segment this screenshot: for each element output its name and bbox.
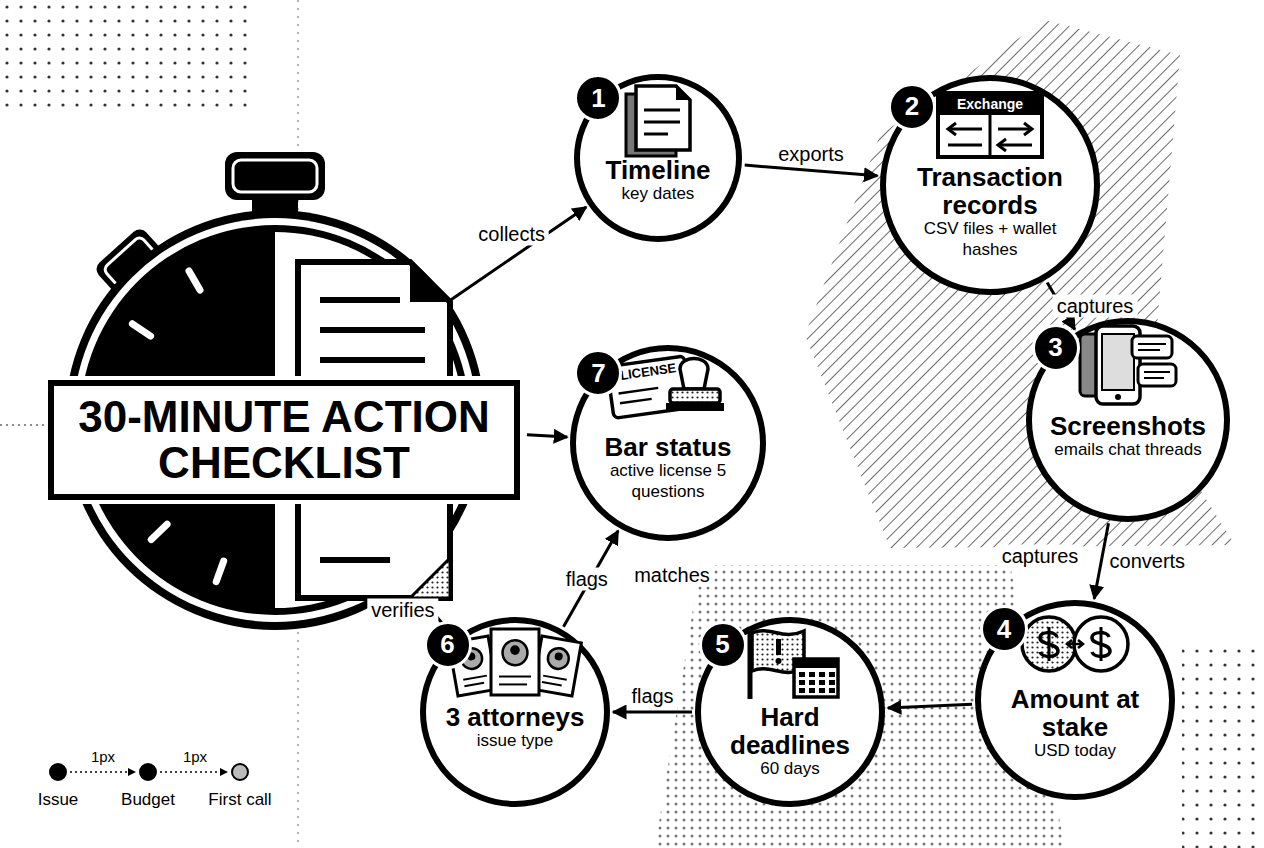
edge-label: converts: [1106, 549, 1190, 572]
circle-text: Timelinekey dates: [595, 156, 721, 204]
checklist-circle: 7LICENSEBar statusactive license 5 quest…: [570, 345, 766, 541]
legend-dot: [49, 763, 67, 781]
legend-dot: [231, 763, 249, 781]
step-heading: Amount at stake: [1003, 685, 1148, 741]
checklist-circle: 2 ExchangeTransaction recordsCSV files + …: [880, 75, 1100, 295]
edge-label: flags: [627, 685, 677, 708]
callout-number: 4: [980, 605, 1028, 653]
stopwatch-node: 30-MINUTE ACTION CHECKLIST: [30, 150, 520, 640]
step-heading: Bar status: [595, 433, 742, 461]
dot-grid: [1182, 640, 1264, 848]
flow-arrow: [527, 435, 567, 437]
flow-arrow: [449, 207, 586, 301]
edge-label: verifies: [367, 598, 438, 621]
checklist-circle: 3Screenshotsemails chat threads: [1026, 318, 1230, 522]
step-detail: USD today: [1003, 741, 1148, 761]
circle-text: Bar statusactive license 5 questions: [595, 433, 742, 502]
step-detail: CSV files + wallet hashes: [905, 219, 1076, 260]
checklist-circle: 6 3 attorneysissue type: [420, 617, 610, 807]
step-heading: 3 attorneys: [439, 703, 591, 731]
step-heading: Hard deadlines: [719, 703, 862, 759]
hatch-band: [805, 20, 1235, 548]
title-text: 30-MINUTE ACTION CHECKLIST: [70, 394, 498, 486]
circle-text: Hard deadlines60 days: [719, 703, 862, 780]
dot-grid: [0, 0, 250, 112]
step-detail: active license 5 questions: [595, 461, 742, 502]
step-detail: 60 days: [719, 759, 862, 779]
edge-label: collects: [474, 222, 549, 245]
flow-arrow: [613, 711, 692, 714]
legend-dot: [139, 763, 157, 781]
checklist-circle: 1Timelinekey dates: [574, 74, 742, 242]
circle-text: Transaction recordsCSV files + wallet ha…: [905, 163, 1076, 260]
checklist-circle: 4Amount at stakeUSD today: [975, 600, 1175, 800]
step-heading: Transaction records: [905, 163, 1076, 219]
flow-note: matches: [630, 564, 714, 587]
checklist-circle: 5Hard deadlines60 days: [695, 617, 885, 807]
legend-spacing: 1px: [87, 748, 119, 765]
legend-text: First call: [204, 790, 275, 810]
step-heading: Screenshots: [1049, 412, 1207, 440]
flow-note: captures: [998, 545, 1083, 568]
step-detail: emails chat threads: [1049, 440, 1207, 460]
callout-number: 5: [699, 621, 747, 669]
callout-number: 6: [424, 621, 472, 669]
edge-label: flags: [562, 567, 612, 590]
legend-spacing: 1px: [179, 748, 211, 765]
callout-number: 3: [1032, 324, 1080, 372]
edge-label: captures: [1053, 294, 1138, 317]
step-heading: Timeline: [595, 156, 721, 184]
icon-label: Exchange: [957, 96, 1023, 112]
circle-text: Screenshotsemails chat threads: [1049, 412, 1207, 460]
step-detail: issue type: [439, 731, 591, 751]
circle-text: 3 attorneysissue type: [439, 703, 591, 751]
flow-arrow: [888, 704, 972, 708]
legend-text: Budget: [117, 790, 179, 810]
flow-arrow: [745, 165, 878, 176]
edge-label: exports: [774, 143, 848, 166]
legend-text: Issue: [34, 790, 83, 810]
circle-text: Amount at stakeUSD today: [1003, 685, 1148, 762]
title-box: 30-MINUTE ACTION CHECKLIST: [48, 380, 520, 500]
callout-number: 2: [888, 83, 936, 131]
step-detail: key dates: [595, 184, 721, 204]
